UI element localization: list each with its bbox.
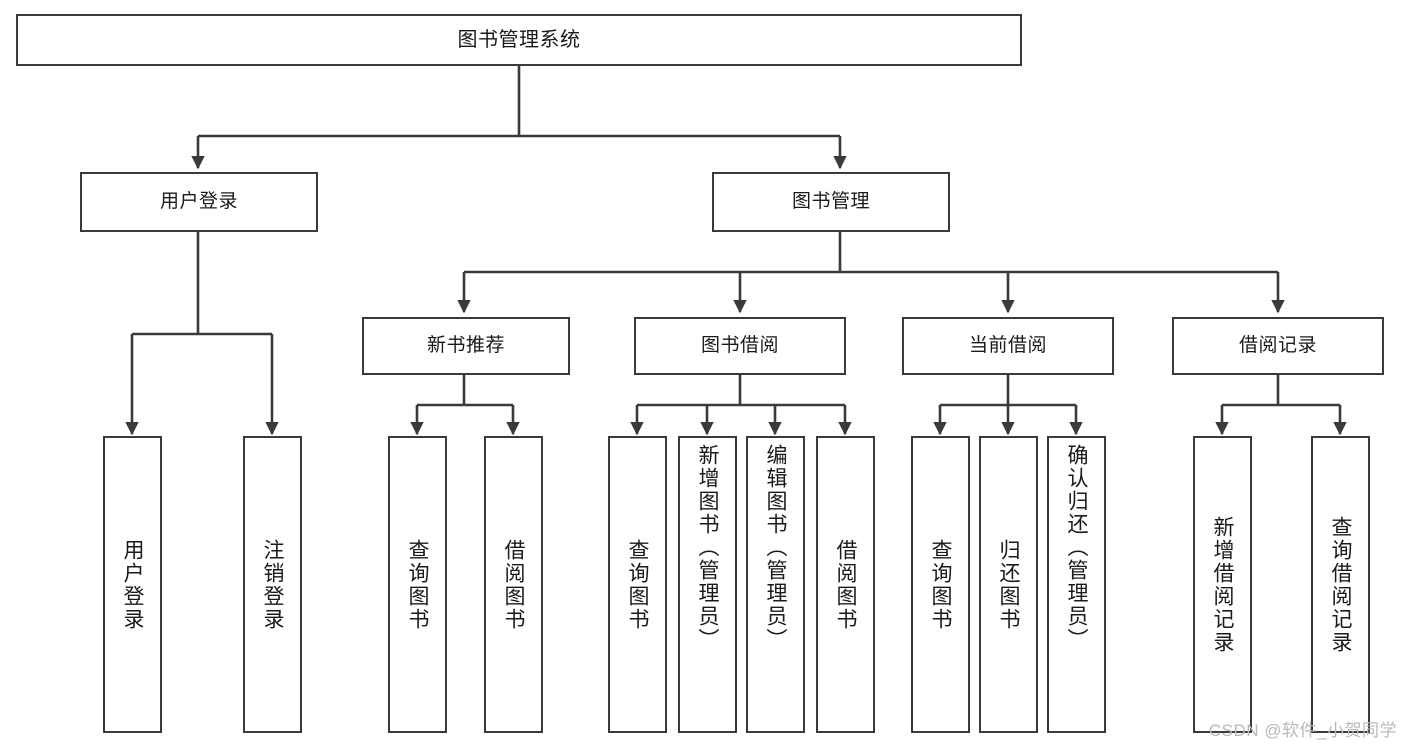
leaf-bo-add-book[interactable]: 新增图书（管理员） — [678, 436, 737, 733]
watermark-text: CSDN @软件_小贺同学 — [1208, 721, 1397, 740]
leaf-cu-query-book-label: 查询图书 — [929, 538, 952, 631]
node-root-label: 图书管理系统 — [457, 28, 581, 51]
node-user-login-label: 用户登录 — [159, 191, 238, 213]
leaf-bo-query-book-label: 查询图书 — [626, 538, 649, 631]
leaf-re-query-record-label: 查询借阅记录 — [1329, 515, 1352, 654]
leaf-re-query-record[interactable]: 查询借阅记录 — [1311, 436, 1370, 733]
leaf-nb-query-book[interactable]: 查询图书 — [388, 436, 447, 733]
leaf-cu-confirm-return-label: 确认归还（管理员） — [1065, 444, 1088, 651]
leaf-logout[interactable]: 注销登录 — [243, 436, 302, 733]
node-user-login[interactable]: 用户登录 — [80, 172, 318, 232]
leaf-nb-borrow-book-label: 借阅图书 — [502, 538, 525, 631]
leaf-bo-edit-book[interactable]: 编辑图书（管理员） — [746, 436, 805, 733]
node-borrow-records-label: 借阅记录 — [1238, 335, 1317, 357]
node-book-manage[interactable]: 图书管理 — [712, 172, 950, 232]
leaf-bo-borrow-book[interactable]: 借阅图书 — [816, 436, 875, 733]
node-new-book-recommend[interactable]: 新书推荐 — [362, 317, 570, 375]
leaf-user-login-label: 用户登录 — [121, 538, 144, 631]
leaf-cu-confirm-return[interactable]: 确认归还（管理员） — [1047, 436, 1106, 733]
leaf-bo-borrow-book-label: 借阅图书 — [834, 538, 857, 631]
leaf-bo-add-book-label: 新增图书（管理员） — [696, 444, 719, 651]
node-borrow-records[interactable]: 借阅记录 — [1172, 317, 1384, 375]
node-book-borrow[interactable]: 图书借阅 — [634, 317, 846, 375]
node-new-book-recommend-label: 新书推荐 — [426, 335, 505, 357]
leaf-bo-query-book[interactable]: 查询图书 — [608, 436, 667, 733]
leaf-cu-query-book[interactable]: 查询图书 — [911, 436, 970, 733]
node-root[interactable]: 图书管理系统 — [16, 14, 1022, 66]
leaf-nb-borrow-book[interactable]: 借阅图书 — [484, 436, 543, 733]
leaf-user-login[interactable]: 用户登录 — [103, 436, 162, 733]
leaf-nb-query-book-label: 查询图书 — [406, 538, 429, 631]
node-current-borrow-label: 当前借阅 — [968, 335, 1047, 357]
node-book-manage-label: 图书管理 — [791, 191, 870, 213]
node-current-borrow[interactable]: 当前借阅 — [902, 317, 1114, 375]
leaf-re-add-record-label: 新增借阅记录 — [1211, 515, 1234, 654]
leaf-cu-return-book-label: 归还图书 — [997, 538, 1020, 631]
leaf-cu-return-book[interactable]: 归还图书 — [979, 436, 1038, 733]
leaf-bo-edit-book-label: 编辑图书（管理员） — [764, 444, 787, 651]
node-book-borrow-label: 图书借阅 — [700, 335, 779, 357]
leaf-logout-label: 注销登录 — [261, 538, 284, 631]
leaf-re-add-record[interactable]: 新增借阅记录 — [1193, 436, 1252, 733]
